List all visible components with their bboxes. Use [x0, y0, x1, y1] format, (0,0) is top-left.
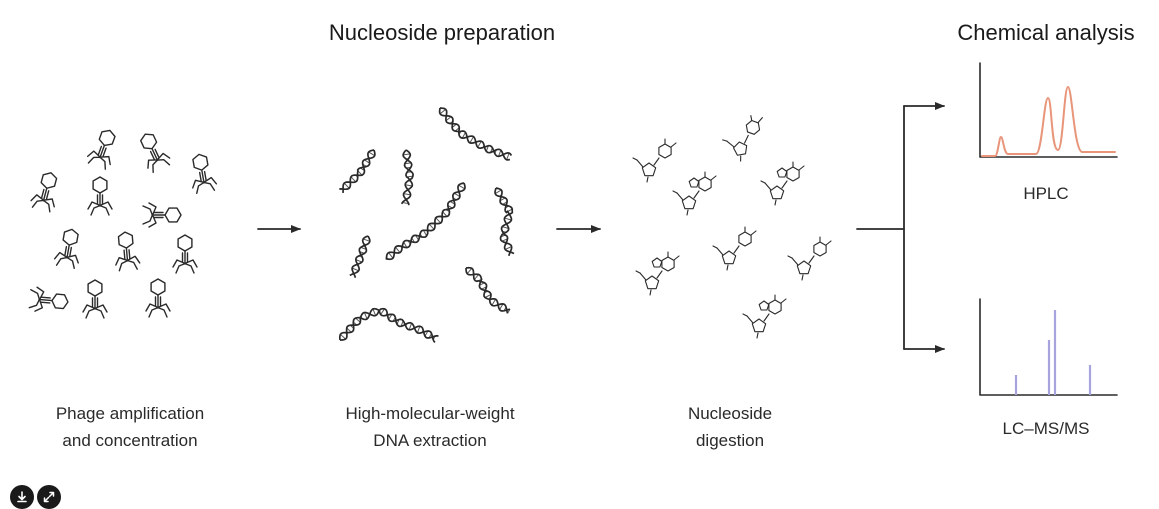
phage-icon — [192, 153, 218, 195]
label-step1-line2: and concentration — [62, 431, 197, 450]
label-step1-line1: Phage amplification — [56, 404, 204, 423]
nucleoside-icon — [672, 171, 717, 216]
phage-icon — [82, 279, 108, 319]
download-icon — [17, 491, 27, 503]
dna-strand — [385, 182, 466, 261]
dna-strand — [400, 149, 414, 206]
nucleoside-icon — [742, 294, 787, 339]
download-button[interactable] — [10, 485, 34, 509]
phage-icon — [140, 133, 171, 174]
nucleoside-icon — [760, 161, 805, 206]
dna-strand — [465, 266, 511, 314]
label-step2-line1: High-molecular-weight — [345, 404, 514, 423]
hplc-trace — [981, 85, 1116, 157]
hplc-chromatogram — [979, 62, 1118, 158]
nucleoside-molecules — [632, 115, 832, 339]
phage-icon — [142, 202, 182, 228]
phage-cluster — [28, 129, 218, 319]
expand-icon — [43, 491, 55, 503]
dna-strand — [339, 149, 376, 193]
nucleoside-icon — [635, 251, 680, 296]
phage-icon — [172, 234, 198, 274]
hplc-axes — [979, 62, 1118, 158]
phage-icon — [28, 286, 69, 312]
lcms-axes — [979, 298, 1118, 396]
label-step2-line2: DNA extraction — [373, 431, 486, 450]
dna-strands — [338, 107, 515, 344]
label-lcms: LC–MS/MS — [1003, 419, 1090, 438]
phage-icon — [145, 278, 171, 318]
title-nucleoside-preparation: Nucleoside preparation — [329, 20, 555, 45]
phage-icon — [53, 228, 79, 270]
phage-icon — [115, 231, 141, 272]
label-step3-line2: digestion — [696, 431, 764, 450]
nucleoside-icon — [722, 115, 763, 162]
dna-strand — [349, 235, 371, 278]
nucleoside-icon — [712, 226, 757, 271]
label-hplc: HPLC — [1023, 184, 1068, 203]
phage-icon — [86, 129, 116, 170]
expand-button[interactable] — [37, 485, 61, 509]
nucleoside-icon — [632, 138, 677, 183]
lcms-peaks — [1014, 310, 1092, 395]
label-step3-line1: Nucleoside — [688, 404, 772, 423]
dna-strand — [338, 307, 439, 344]
phage-icon — [30, 172, 58, 213]
dna-strand — [494, 187, 515, 257]
phage-icon — [87, 176, 113, 216]
title-chemical-analysis: Chemical analysis — [957, 20, 1134, 45]
nucleoside-icon — [787, 236, 832, 281]
workflow-diagram: Nucleoside preparation Chemical analysis… — [28, 20, 1135, 450]
dna-strand — [438, 107, 513, 161]
branch-connector — [856, 102, 945, 353]
figure-toolbar — [10, 485, 61, 509]
lcms-spectrum — [979, 298, 1118, 396]
